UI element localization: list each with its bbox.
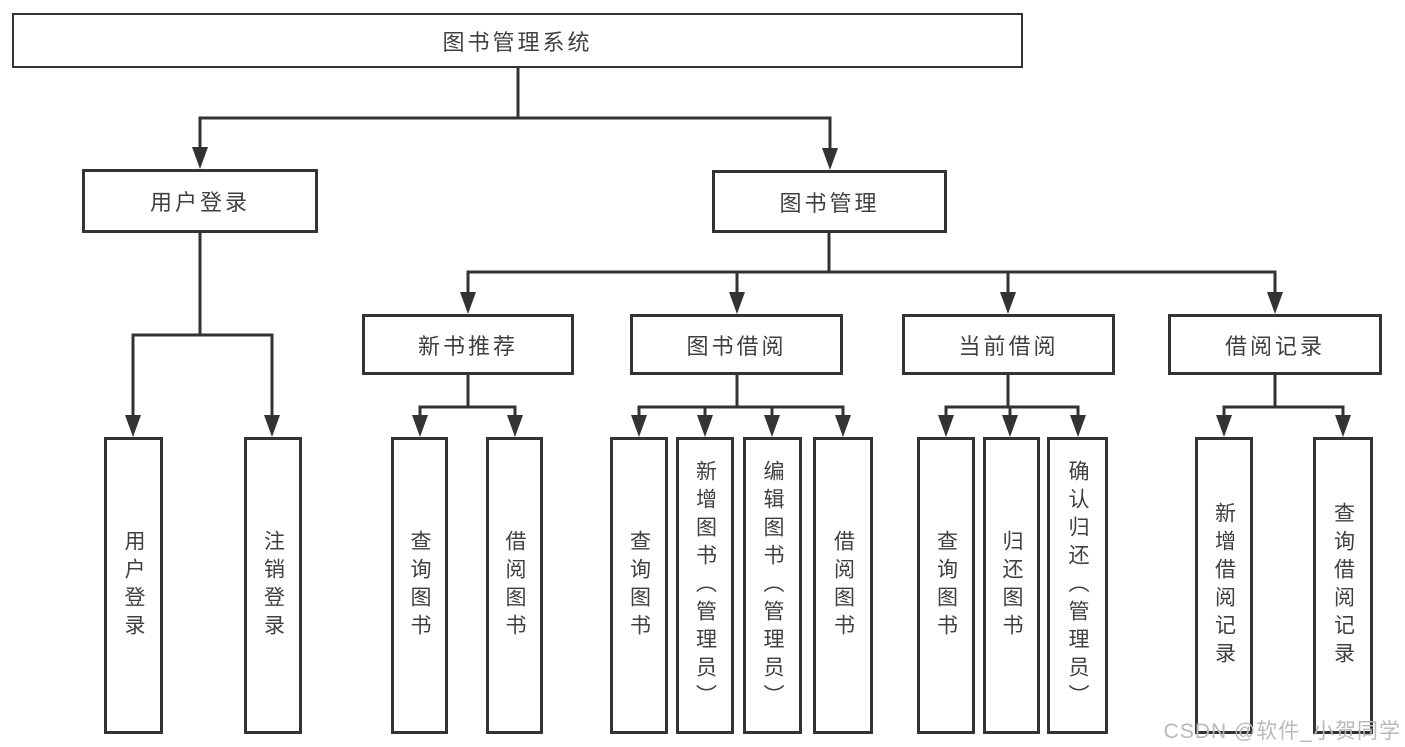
arrow-borrowing-leaf3 [764,415,780,437]
arrow-to-user-login [192,147,208,169]
arrow-to-current-borrowing [1000,292,1016,314]
connector-records-split [1222,405,1345,433]
node-book-borrowing: 图书借阅 [630,314,843,375]
arrow-recommend-leaf2 [507,415,523,437]
node-label: 图书借阅 [686,333,787,359]
leaf-query-books-current: 查询图书 [917,437,975,734]
leaf-label: 查询图书 [408,529,431,642]
arrow-to-borrowing-records [1267,292,1283,314]
connector-level1 [198,116,832,166]
leaf-logout: 注销登录 [244,437,302,734]
leaf-edit-books-admin: 编辑图书（管理员） [743,437,802,734]
leaf-add-borrow-record: 新增借阅记录 [1195,437,1253,734]
leaf-borrow-books-recommend: 借阅图书 [486,437,543,734]
arrow-current-leaf1 [938,415,954,437]
arrow-borrowing-leaf2 [697,415,713,437]
leaf-borrow-books-borrowing: 借阅图书 [813,437,873,734]
arrow-current-leaf3 [1070,415,1086,437]
leaf-label: 借阅图书 [831,529,855,642]
leaf-label: 查询图书 [934,529,958,642]
leaf-label: 借阅图书 [503,529,526,642]
leaf-add-books-admin: 新增图书（管理员） [676,437,734,734]
arrow-records-leaf1 [1216,415,1232,437]
node-current-borrowing: 当前借阅 [902,314,1115,375]
node-new-book-recommend: 新书推荐 [362,314,574,375]
leaf-label: 查询图书 [627,529,651,642]
arrow-records-leaf2 [1335,415,1351,437]
leaf-label: 归还图书 [1000,529,1023,642]
arrow-to-new-book-recommend [460,292,476,314]
leaf-label: 确认归还（管理员） [1066,459,1089,712]
leaf-label: 用户登录 [122,529,145,642]
csdn-watermark: CSDN @软件_小贺同学 [1163,720,1401,743]
node-borrowing-records: 借阅记录 [1168,314,1382,375]
arrow-to-leaf-user-login [125,415,141,437]
node-label: 新书推荐 [417,333,518,359]
node-label: 图书管理系统 [442,29,593,55]
arrow-to-leaf-logout [264,415,280,437]
arrow-current-leaf2 [1002,415,1018,437]
node-book-management: 图书管理 [712,170,947,233]
leaf-label: 新增借阅记录 [1212,501,1236,670]
leaf-query-books-recommend: 查询图书 [391,437,448,734]
arrow-to-book-management [822,148,838,170]
connector-user-login-split [131,333,274,433]
leaf-label: 查询借阅记录 [1331,501,1355,670]
arrow-recommend-leaf1 [412,415,428,437]
leaf-label: 编辑图书（管理员） [761,459,784,712]
leaf-label: 新增图书（管理员） [693,459,717,712]
leaf-query-borrow-record: 查询借阅记录 [1313,437,1373,734]
arrow-to-book-borrowing [729,292,745,314]
node-label: 借阅记录 [1224,333,1325,359]
node-label: 用户登录 [149,190,250,215]
arrow-borrowing-leaf4 [835,415,851,437]
leaf-label: 注销登录 [261,529,285,642]
connector-borrowing-split [637,405,845,433]
arrow-borrowing-leaf1 [631,415,647,437]
node-label: 图书管理 [779,190,880,216]
node-user-login: 用户登录 [82,169,318,233]
leaf-confirm-return-admin: 确认归还（管理员） [1047,437,1108,734]
node-label: 当前借阅 [958,333,1059,359]
node-library-management-system: 图书管理系统 [12,13,1023,68]
leaf-query-books-borrowing: 查询图书 [610,437,668,734]
leaf-user-login: 用户登录 [104,437,163,734]
leaf-return-books: 归还图书 [983,437,1040,734]
connector-recommend-split [418,405,517,433]
connector-level2 [466,270,1277,310]
